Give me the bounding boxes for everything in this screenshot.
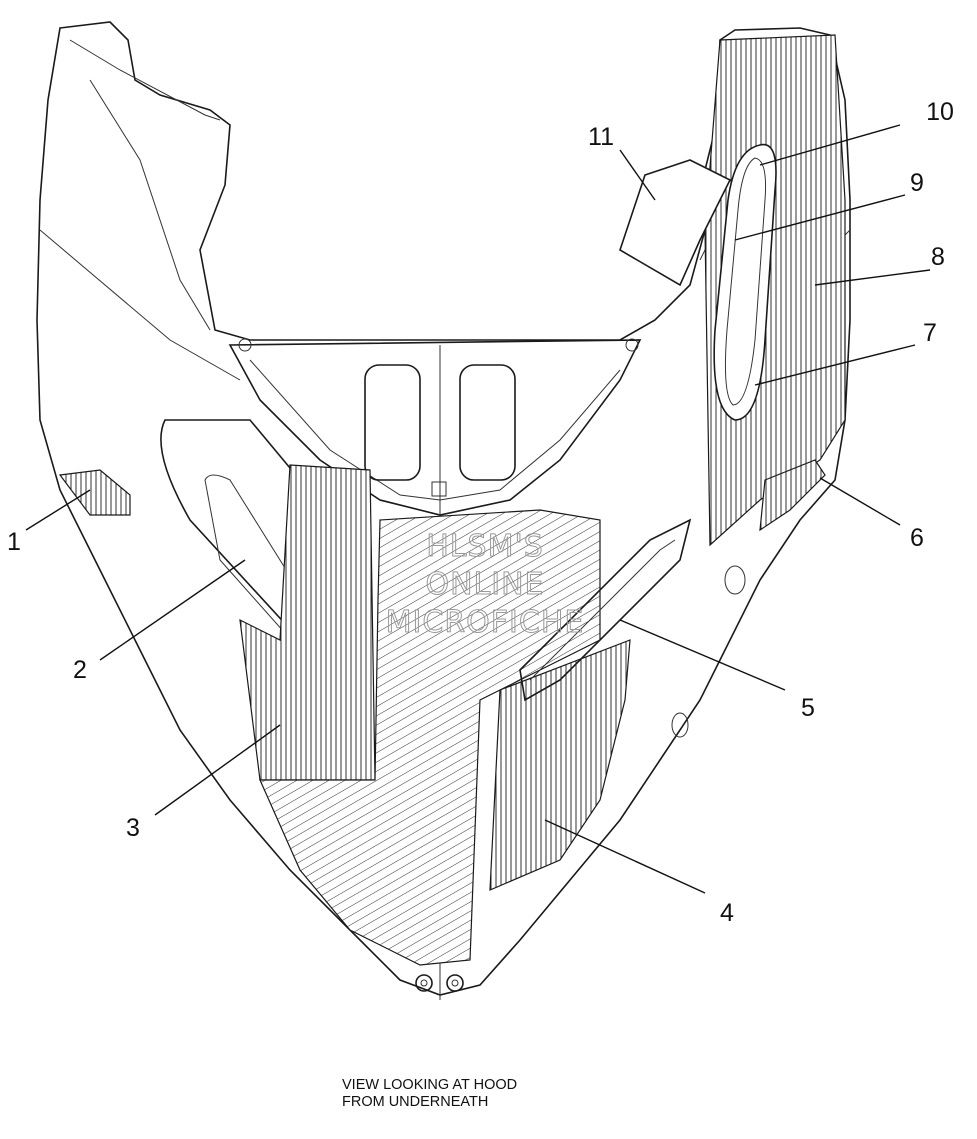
watermark-line-1: HLSM'S	[426, 529, 544, 564]
part-5-right-trim	[519, 518, 692, 702]
callout-3: 3	[126, 814, 140, 842]
part-4-right-panel	[489, 639, 631, 891]
callout-7: 7	[923, 319, 937, 347]
callout-10: 10	[926, 98, 954, 126]
part-9-side-window	[713, 143, 777, 421]
callout-11: 11	[588, 123, 614, 151]
caption-line-1: VIEW LOOKING AT HOOD	[342, 1077, 518, 1093]
vent-right	[459, 364, 516, 481]
watermark-line-2: ONLINE	[425, 567, 544, 602]
callout-5: 5	[801, 694, 815, 722]
leader-lines	[25, 124, 931, 894]
caption-line-2: FROM UNDERNEATH	[342, 1094, 489, 1110]
headlight-opening	[228, 339, 642, 516]
part-11-bracket	[619, 159, 732, 287]
fastener-left	[415, 974, 433, 992]
vent-left	[364, 364, 421, 481]
part-3-left-panel	[239, 464, 376, 781]
callout-6: 6	[910, 524, 924, 552]
callout-8: 8	[931, 243, 945, 271]
view-caption: VIEW LOOKING AT HOOD FROM UNDERNEATH	[342, 1077, 642, 1111]
callout-1: 1	[7, 528, 21, 556]
fastener-right	[446, 974, 464, 992]
hood-outline	[36, 21, 851, 996]
callout-4: 4	[720, 899, 734, 927]
center-panel	[259, 509, 601, 966]
part-1-left-vent	[58, 469, 131, 516]
callout-9: 9	[910, 169, 924, 197]
watermark-line-3: MICROFICHE	[386, 605, 585, 640]
part-6-right-vent	[759, 459, 826, 532]
callout-2: 2	[73, 656, 87, 684]
